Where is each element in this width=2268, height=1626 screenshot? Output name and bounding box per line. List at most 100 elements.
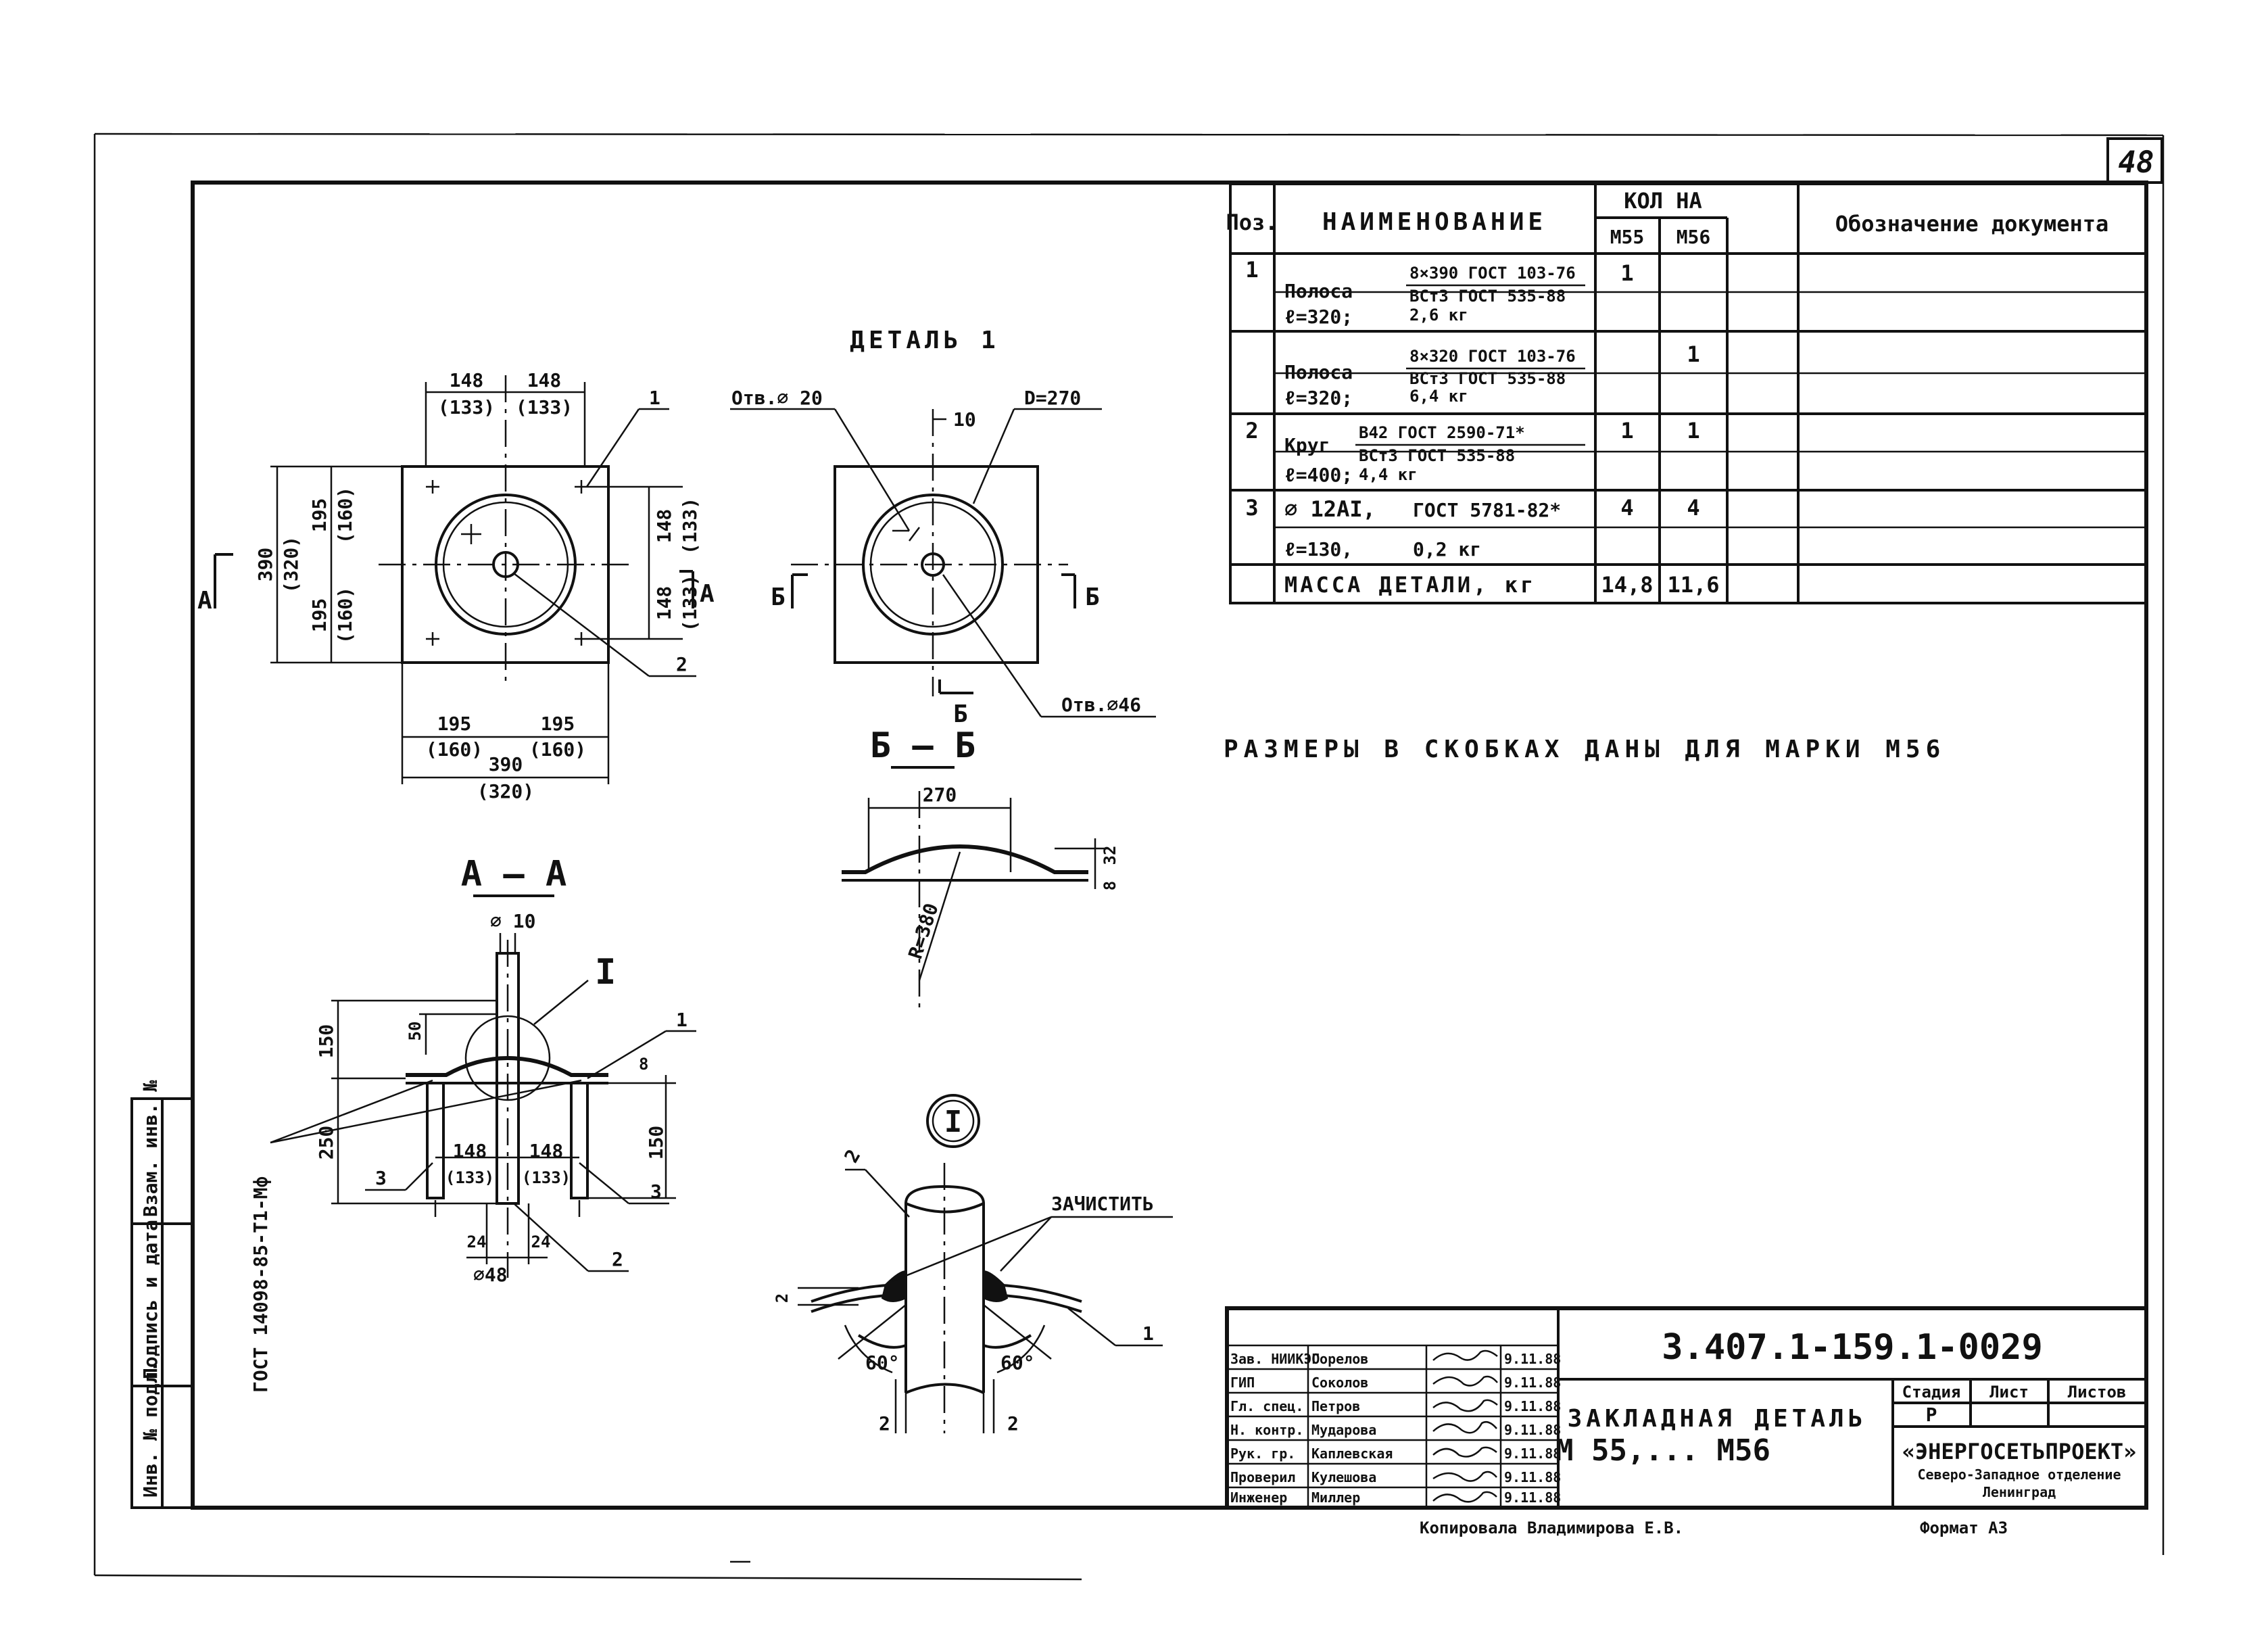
mass-row-label: МАССА ДЕТАЛИ, кг — [1284, 572, 1536, 598]
section-aa-weld-note: ГОСТ 14098-85-Т1-Мф — [249, 1176, 272, 1393]
th-pos: Поз. — [1226, 210, 1278, 235]
org-name: «ЭНЕРГОСЕТЬПРОЕКТ» — [1902, 1439, 2137, 1464]
plan-dim-right-upper: 148 — [653, 509, 675, 544]
stamp-replace-inv: Взам. инв. № — [139, 1080, 162, 1217]
section-aa-dim-8: 8 — [639, 1055, 648, 1074]
detail1-dim-10: 10 — [953, 408, 976, 431]
row2-m56: 1 — [1687, 341, 1699, 367]
spec-table: Поз. НАИМЕНОВАНИЕ КОЛ НА М55 М56 Обознач… — [1226, 183, 2148, 604]
row4-mass: 0,2 кг — [1413, 538, 1481, 560]
people-rows: Зав. НИИКЭО Горелов 9.11.88 ГИП Соколов … — [1230, 1351, 1561, 1506]
plan-dim-left-total: 390 — [254, 548, 276, 582]
person-role: Н. контр. — [1230, 1422, 1303, 1438]
row2-name: Полоса — [1284, 361, 1353, 383]
section-bb-dim-32: 32 — [1101, 846, 1119, 865]
plan-dim-left-lower: 195 — [308, 598, 331, 633]
row3-spec-top: В42 ГОСТ 2590-71* — [1359, 423, 1525, 442]
plan-dim-left-lower-b: (160) — [334, 587, 356, 644]
person-name: Каплевская — [1311, 1445, 1393, 1462]
row1-spec-top: 8×390 ГОСТ 103-76 — [1409, 264, 1576, 283]
plan-dim-left-total-b: (320) — [280, 536, 302, 593]
plan-dim-bottom-right-b: (160) — [529, 738, 586, 761]
section-aa-dim-24-r: 24 — [531, 1233, 551, 1251]
detail1-hole-large: Отв.⌀46 — [1061, 694, 1141, 716]
detailI-angle-l: 60° — [865, 1352, 900, 1374]
plan-cut-a-right: А — [700, 580, 715, 608]
stage-value: Р — [1926, 1404, 1937, 1426]
person-name: Кулешова — [1311, 1469, 1376, 1485]
note-brackets: РАЗМЕРЫ В СКОБКАХ ДАНЫ ДЛЯ МАРКИ М56 — [1224, 736, 1946, 763]
section-aa-dim-148-l: 148 — [453, 1140, 487, 1162]
person-date: 9.11.88 — [1504, 1398, 1561, 1414]
doc-number: 3.407.1-159.1-0029 — [1662, 1327, 2043, 1368]
plan-dim-bottom-total-b: (320) — [477, 780, 534, 803]
plan-cut-a-left: А — [197, 587, 212, 615]
plan-dim-bottom-left-b: (160) — [426, 738, 483, 761]
section-aa-dim-d10: ⌀ 10 — [490, 910, 535, 932]
row1-spec-bottom: ВСт3 ГОСТ 535-88 — [1409, 287, 1566, 306]
row4-spec-top: ГОСТ 5781-82* — [1413, 499, 1561, 521]
row1-length: ℓ=320; — [1284, 306, 1353, 328]
person-role: Инженер — [1230, 1489, 1287, 1506]
plan-dim-top-left-b: (133) — [438, 396, 495, 419]
plan-dim-bottom-left: 195 — [437, 713, 472, 735]
detailI-leader-1: 1 — [1142, 1322, 1154, 1345]
plan-dim-top-right: 148 — [527, 369, 562, 391]
section-bb: Б – Б 270 32 8 R=380 — [842, 725, 1119, 1007]
row1-mass: 2,6 кг — [1409, 306, 1468, 325]
section-aa-dim-d48: ⌀48 — [473, 1264, 508, 1286]
plan-dim-left-upper-b: (160) — [334, 487, 356, 544]
row4-name: ⌀ 12AI, — [1284, 496, 1376, 522]
detailI-callout: I — [944, 1105, 963, 1139]
stamp-signature-date: Подпись и дата — [139, 1220, 162, 1379]
detail-I-view: I 60° 60° 2 2 2 — [773, 1094, 1173, 1435]
section-aa-dim-150-left: 150 — [315, 1024, 337, 1059]
section-aa: А – А I ⌀ 10 150 250 50 150 8 — [249, 854, 696, 1393]
detail1-cut-b-bottom: Б — [953, 700, 968, 728]
row3-m55: 1 — [1620, 418, 1633, 444]
detail1-hole-small: Отв.⌀ 20 — [731, 387, 823, 409]
plan-view: 148 (133) 148 (133) 390 (320) 195 (160) … — [197, 369, 715, 803]
row3-spec-bottom: ВСт3 ГОСТ 535-88 — [1359, 446, 1515, 465]
row2-spec-top: 8×320 ГОСТ 103-76 — [1409, 347, 1576, 366]
section-bb-title: Б – Б — [870, 725, 976, 766]
row2-mass: 6,4 кг — [1409, 387, 1468, 406]
plan-dim-left-upper: 195 — [308, 498, 331, 533]
section-aa-title: А – А — [461, 854, 567, 894]
row1-m55: 1 — [1620, 260, 1633, 286]
detailI-dim-2-a: 2 — [879, 1412, 890, 1435]
row4-m56: 4 — [1687, 495, 1699, 521]
detail1-diameter: D=270 — [1024, 387, 1081, 409]
detail1-title: ДЕТАЛЬ 1 — [850, 327, 999, 354]
detailI-dim-2-b: 2 — [1007, 1412, 1019, 1435]
th-name: НАИМЕНОВАНИЕ — [1322, 208, 1547, 236]
th-m56: М56 — [1676, 226, 1711, 248]
sheet-header: Лист — [1989, 1383, 2029, 1402]
person-role: Рук. гр. — [1230, 1445, 1295, 1462]
person-date: 9.11.88 — [1504, 1469, 1561, 1485]
plan-dim-right-lower-b: (133) — [679, 575, 701, 631]
section-aa-dim-148-l-b: (133) — [445, 1168, 494, 1187]
person-name: Мударова — [1311, 1422, 1376, 1438]
th-qty: КОЛ НА — [1624, 188, 1702, 214]
section-bb-radius: R=380 — [904, 901, 942, 961]
person-date: 9.11.88 — [1504, 1351, 1561, 1367]
detailI-dim-2-c: 2 — [773, 1293, 792, 1303]
person-role: Гл. спец. — [1230, 1398, 1303, 1414]
plan-dim-right-lower: 148 — [653, 586, 675, 621]
row3-m56: 1 — [1687, 418, 1699, 444]
detailI-leader-2: 2 — [840, 1145, 865, 1166]
signatures — [1432, 1349, 1498, 1503]
row1-pos: 1 — [1245, 257, 1258, 283]
section-aa-dim-150-right: 150 — [645, 1126, 667, 1160]
org-sub1: Северо-Западное отделение — [1917, 1466, 2121, 1483]
row1-name: Полоса — [1284, 280, 1353, 302]
section-aa-leader-3b: 3 — [650, 1180, 662, 1203]
sheet-number: 48 — [2119, 145, 2154, 180]
copied-by: Копировала Владимирова Е.В. — [1420, 1519, 1683, 1537]
row4-length: ℓ=130, — [1284, 538, 1353, 560]
section-bb-dim-8: 8 — [1101, 881, 1119, 890]
title-block: Зав. НИИКЭО Горелов 9.11.88 ГИП Соколов … — [1225, 1306, 2148, 1510]
row4-m55: 4 — [1620, 495, 1633, 521]
org-sub2: Ленинград — [1983, 1484, 2056, 1500]
